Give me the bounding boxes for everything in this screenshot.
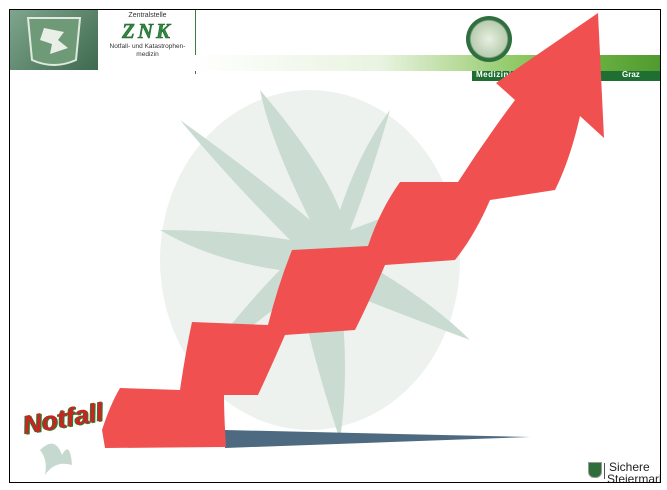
znk-acronym: ZNK	[122, 19, 173, 44]
growth-arrow	[102, 13, 604, 448]
znk-top-text: Zentralstelle	[128, 12, 167, 19]
znk-logo: Zentralstelle ZNK Notfall- und Katastrop…	[100, 10, 196, 74]
slide-artwork	[40, 13, 604, 475]
slide-frame: Zentralstelle ZNK Notfall- und Katastrop…	[9, 9, 661, 483]
znk-subtitle-2: medizin	[136, 51, 159, 58]
styria-crest-logo	[10, 10, 98, 70]
steiermark-crest-icon	[588, 462, 602, 478]
shadow-wedge	[225, 430, 530, 448]
sichere-steiermark-logo: Sichere Steiermark	[586, 450, 661, 483]
watermark-small	[40, 443, 72, 475]
university-seal-icon	[466, 16, 512, 62]
logo-line-2: Steiermark	[607, 472, 661, 483]
logo-divider	[604, 463, 605, 479]
university-text-left: Medizinis	[476, 70, 517, 79]
university-text-right: Graz	[622, 70, 640, 79]
znk-subtitle-1: Notfall- und Katastrophen-	[109, 43, 186, 50]
logo-line-1: Sichere	[609, 460, 650, 474]
